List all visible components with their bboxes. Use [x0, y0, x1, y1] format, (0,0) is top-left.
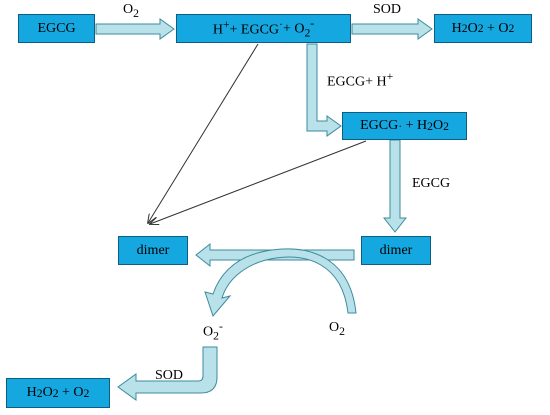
arrow-radical-to-egcg-h2o2 [306, 43, 342, 137]
node-radical-mix: H+ + EGCG· + O2- [176, 14, 351, 43]
arrow-superoxide-to-h2o2 [117, 346, 218, 401]
label-egcg-mid: EGCG [412, 176, 451, 191]
node-dimer-right: dimer [361, 236, 431, 265]
proton: H+ [212, 18, 230, 38]
thin-arrow-egcg-h2o2-to-dimer [150, 140, 367, 224]
thin-arrow-radical-to-dimer [148, 43, 259, 223]
arrow-curved-oxygen-reduction [204, 248, 357, 317]
node-egcg: EGCG [18, 14, 95, 43]
node-dimer-left: dimer [118, 236, 188, 265]
label-egcg-h: EGCG+ H+ [327, 70, 394, 90]
label-o2-right: O2 [329, 320, 345, 338]
label-sod-bottom: SOD [155, 368, 184, 383]
label-o2-top: O2 [123, 2, 139, 20]
label-sod-top: SOD [373, 2, 402, 17]
egcg-radical: + EGCG· [229, 18, 283, 38]
node-egcg-text: EGCG [37, 20, 76, 36]
label-superoxide: O2- [203, 320, 223, 343]
arrow-egcg-to-radical [95, 18, 175, 40]
arrow-radical-to-h2o2 [351, 18, 433, 40]
superoxide: + O2- [282, 17, 315, 40]
arrow-egcg-h2o2-to-dimer [382, 139, 408, 233]
